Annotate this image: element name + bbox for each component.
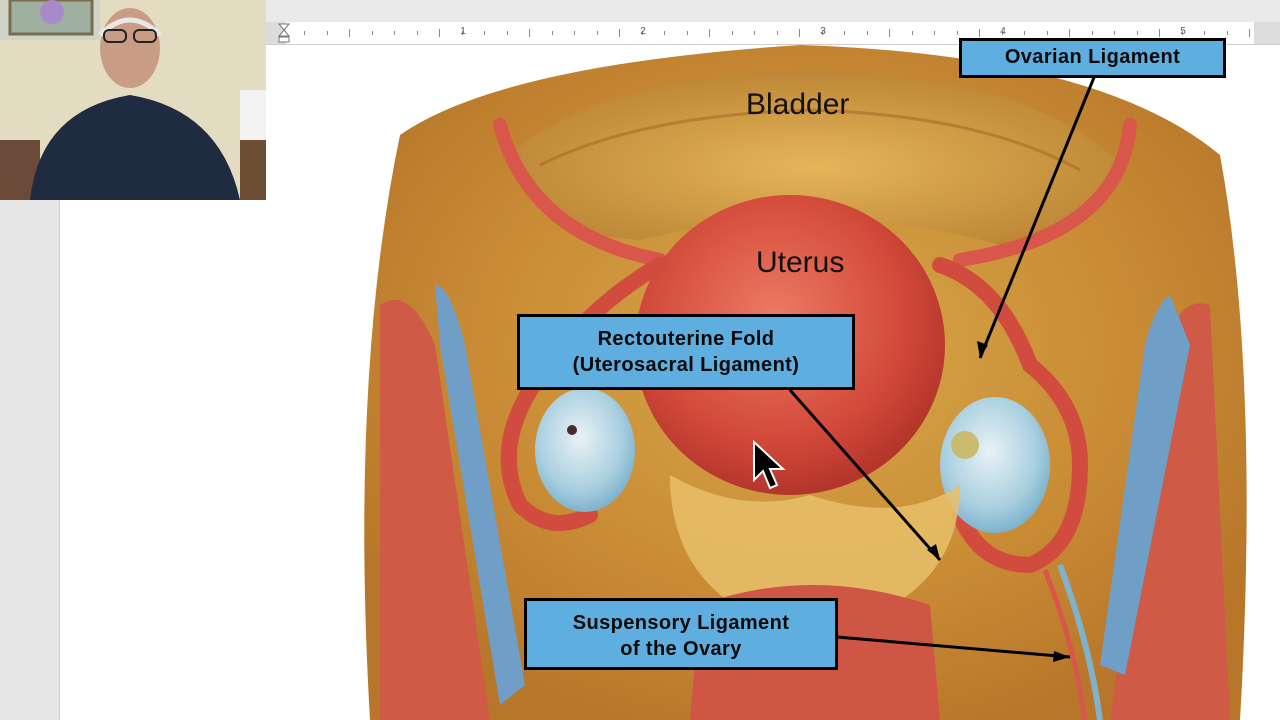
ruler-tick: [1181, 31, 1183, 35]
ruler-tick: [1001, 31, 1003, 35]
ruler-tick: [349, 29, 350, 37]
rectouterine-pointer: [788, 389, 942, 561]
arrowhead: [977, 341, 988, 358]
ruler-tick: [979, 29, 980, 37]
ruler-tick: [371, 31, 373, 35]
top-band: [266, 0, 1280, 22]
ruler-tick: [484, 31, 485, 35]
ruler-tick: [596, 31, 598, 35]
ruler-tick: [1159, 29, 1160, 37]
left-ovary: [535, 388, 635, 512]
right-round-ligament: [953, 118, 1137, 267]
ruler-tick: [1249, 29, 1250, 37]
ruler-tick: [799, 29, 800, 37]
ruler-tick: [574, 31, 575, 35]
ruler-number: 5: [1180, 26, 1186, 37]
right-fallopian-tube: [932, 257, 1089, 574]
left-round-ligament: [493, 118, 667, 267]
bladder-region: [510, 70, 1120, 245]
ovarian-ligament-callout: Ovarian Ligament: [959, 38, 1226, 78]
ruler-tick: [1226, 31, 1228, 35]
ruler-tick: [1069, 29, 1070, 37]
ruler-tick: [619, 29, 620, 37]
ruler-tick: [394, 31, 395, 35]
ruler-tick: [1091, 31, 1093, 35]
left-fallopian-tube: [500, 257, 668, 531]
callout-text-line1: Suspensory Ligament: [572, 612, 790, 634]
ruler-tick: [686, 31, 688, 35]
ruler-tick: [776, 31, 778, 35]
page-left-margin-line: [59, 200, 60, 720]
callout-text-line2: (Uterosacral Ligament): [572, 354, 800, 376]
ruler-number: 1: [460, 26, 466, 37]
bladder-fold: [539, 108, 1081, 172]
indent-marker-icon[interactable]: [278, 22, 290, 44]
corpus-luteum: [951, 431, 979, 459]
uterus-label: Uterus: [756, 246, 845, 279]
ruler-tick: [529, 29, 530, 37]
callout-text-line2: of the Ovary: [620, 638, 742, 660]
ruler-tick: [754, 31, 755, 35]
ruler-tick: [506, 31, 508, 35]
ovarian-ligament-pointer: [978, 74, 1097, 359]
ruler-tick: [304, 31, 305, 35]
ruler-number: 4: [1000, 26, 1006, 37]
ruler-tick: [416, 31, 418, 35]
bladder-label: Bladder: [746, 88, 850, 121]
ruler-tick: [709, 29, 710, 37]
webcam-feed: [0, 0, 266, 200]
arrowhead: [927, 544, 940, 560]
ruler-tick: [889, 29, 890, 37]
callout-text-line1: Rectouterine Fold: [597, 328, 775, 350]
right-vessel: [1100, 295, 1190, 675]
right-ovary: [940, 397, 1050, 533]
ruler-number: 3: [820, 26, 826, 37]
ruler-tick: [1114, 31, 1115, 35]
ruler-tick: [1204, 31, 1205, 35]
ovary-spot: [567, 425, 577, 435]
callout-text: Ovarian Ligament: [1004, 46, 1181, 68]
ruler-tick: [911, 31, 913, 35]
ruler-tick: [439, 29, 440, 37]
ruler-tick: [956, 31, 958, 35]
right-side-wall: [1110, 303, 1230, 720]
left-vessel: [435, 285, 525, 705]
mouse-pointer-icon: [753, 440, 786, 490]
ruler-number: 2: [640, 26, 646, 37]
presenter-video: [0, 0, 266, 200]
ruler-tick: [1024, 31, 1025, 35]
ruler-tick: [664, 31, 665, 35]
suspensory-pointer: [836, 635, 1071, 659]
ruler-tick: [731, 31, 733, 35]
ruler-tick: [641, 31, 643, 35]
ruler-tick: [1136, 31, 1138, 35]
ovarian-vessels-blue: [1057, 563, 1103, 720]
ruler-tick: [461, 31, 463, 35]
ruler-tick: [326, 31, 328, 35]
left-side-wall: [380, 300, 490, 720]
suspensory-ligament-callout: Suspensory Ligament of the Ovary: [524, 598, 838, 670]
ruler-tick: [821, 31, 823, 35]
ruler-tick: [866, 31, 868, 35]
ruler-tick: [934, 31, 935, 35]
ovarian-vessels-red: [1042, 569, 1088, 720]
ruler-right-margin: [1254, 22, 1280, 44]
rectouterine-fold-callout: Rectouterine Fold (Uterosacral Ligament): [517, 314, 855, 390]
arrowhead: [1053, 651, 1070, 662]
ruler-tick: [844, 31, 845, 35]
ruler-tick: [1046, 31, 1048, 35]
ruler-tick: [551, 31, 553, 35]
